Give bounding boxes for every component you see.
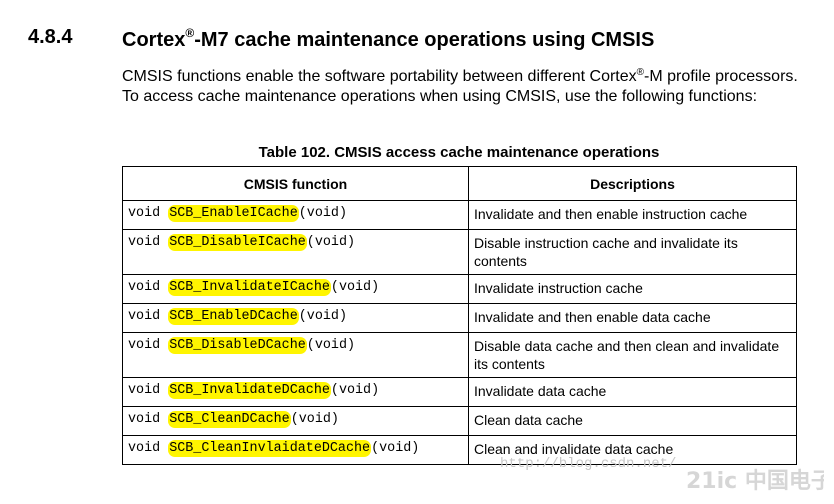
table-row: void SCB_DisableDCache(void)Disable data… xyxy=(122,332,797,378)
description-cell: Clean data cache xyxy=(468,406,797,436)
table-row: void SCB_EnableICache(void)Invalidate an… xyxy=(122,200,797,230)
intro-part1: CMSIS functions enable the software port… xyxy=(122,68,637,85)
cmsis-table: CMSIS function Descriptions void SCB_Ena… xyxy=(122,166,797,465)
watermark-url: http://blog.csdn.net/ xyxy=(500,456,677,472)
cmsis-function-cell: void SCB_InvalidateDCache(void) xyxy=(122,377,469,407)
function-args: (void) xyxy=(298,309,347,324)
return-type: void xyxy=(128,338,169,353)
description-cell: Disable instruction cache and invalidate… xyxy=(468,229,797,275)
cmsis-function-cell: void SCB_InvalidateICache(void) xyxy=(122,274,469,304)
function-name-highlighted: SCB_InvalidateICache xyxy=(168,279,331,296)
description-cell: Invalidate data cache xyxy=(468,377,797,407)
table-caption: Table 102. CMSIS access cache maintenanc… xyxy=(258,144,660,161)
cmsis-function-cell: void SCB_CleanDCache(void) xyxy=(122,406,469,436)
function-args: (void) xyxy=(330,383,380,398)
return-type: void xyxy=(128,309,169,324)
function-args: (void) xyxy=(290,412,339,427)
description-cell: Invalidate instruction cache xyxy=(468,274,797,304)
table-row: void SCB_CleanInvlaidateDCache(void)Clea… xyxy=(122,435,797,465)
function-name-highlighted: SCB_InvalidateDCache xyxy=(168,382,331,399)
cmsis-function-cell: void SCB_EnableDCache(void) xyxy=(122,303,469,333)
description-cell: Invalidate and then enable instruction c… xyxy=(468,200,797,230)
table-row: void SCB_InvalidateICache(void)Invalidat… xyxy=(122,274,797,304)
description-cell: Invalidate and then enable data cache xyxy=(468,303,797,333)
table-row: void SCB_DisableICache(void)Disable inst… xyxy=(122,229,797,275)
function-name-highlighted: SCB_CleanDCache xyxy=(168,411,291,428)
function-name-highlighted: SCB_CleanInvlaidateDCache xyxy=(168,440,372,457)
function-args: (void) xyxy=(306,235,356,250)
return-type: void xyxy=(128,441,169,456)
function-name-highlighted: SCB_EnableICache xyxy=(168,205,299,222)
registered-mark: ® xyxy=(185,26,195,40)
cmsis-function-cell: void SCB_DisableDCache(void) xyxy=(122,332,469,378)
section-number: 4.8.4 xyxy=(28,26,73,48)
function-name-highlighted: SCB_DisableICache xyxy=(168,234,307,251)
table-row: void SCB_EnableDCache(void)Invalidate an… xyxy=(122,303,797,333)
function-name-highlighted: SCB_DisableDCache xyxy=(168,337,307,354)
description-cell: Disable data cache and then clean and in… xyxy=(468,332,797,378)
function-args: (void) xyxy=(330,280,380,295)
return-type: void xyxy=(128,280,169,295)
cmsis-function-cell: void SCB_CleanInvlaidateDCache(void) xyxy=(122,435,469,465)
cmsis-function-cell: void SCB_EnableICache(void) xyxy=(122,200,469,230)
table-row: void SCB_CleanDCache(void)Clean data cac… xyxy=(122,406,797,436)
function-args: (void) xyxy=(298,206,347,221)
intro-registered-mark: ® xyxy=(636,67,645,78)
header-cmsis-function: CMSIS function xyxy=(122,166,469,201)
table-row: void SCB_InvalidateDCache(void)Invalidat… xyxy=(122,377,797,407)
function-args: (void) xyxy=(371,441,420,456)
function-args: (void) xyxy=(306,338,356,353)
table-header-row: CMSIS function Descriptions xyxy=(122,166,797,201)
intro-paragraph: CMSIS functions enable the software port… xyxy=(122,63,812,107)
description-cell: Clean and invalidate data cache xyxy=(468,435,797,465)
header-descriptions: Descriptions xyxy=(468,166,797,201)
return-type: void xyxy=(128,383,169,398)
watermark-logo-text: 21ic 中国电子网 xyxy=(686,469,824,494)
watermark-logo: 21ic 中国电子网 xyxy=(686,469,824,494)
section-title-pre: Cortex xyxy=(122,29,186,51)
return-type: void xyxy=(128,412,169,427)
return-type: void xyxy=(128,206,169,221)
function-name-highlighted: SCB_EnableDCache xyxy=(168,308,299,325)
section-title-post: -M7 cache maintenance operations using C… xyxy=(194,29,655,51)
section-title: Cortex®-M7 cache maintenance operations … xyxy=(122,26,654,52)
cmsis-function-cell: void SCB_DisableICache(void) xyxy=(122,229,469,275)
intro-part2: -M profile processors. To access cache m… xyxy=(122,68,798,105)
return-type: void xyxy=(128,235,169,250)
